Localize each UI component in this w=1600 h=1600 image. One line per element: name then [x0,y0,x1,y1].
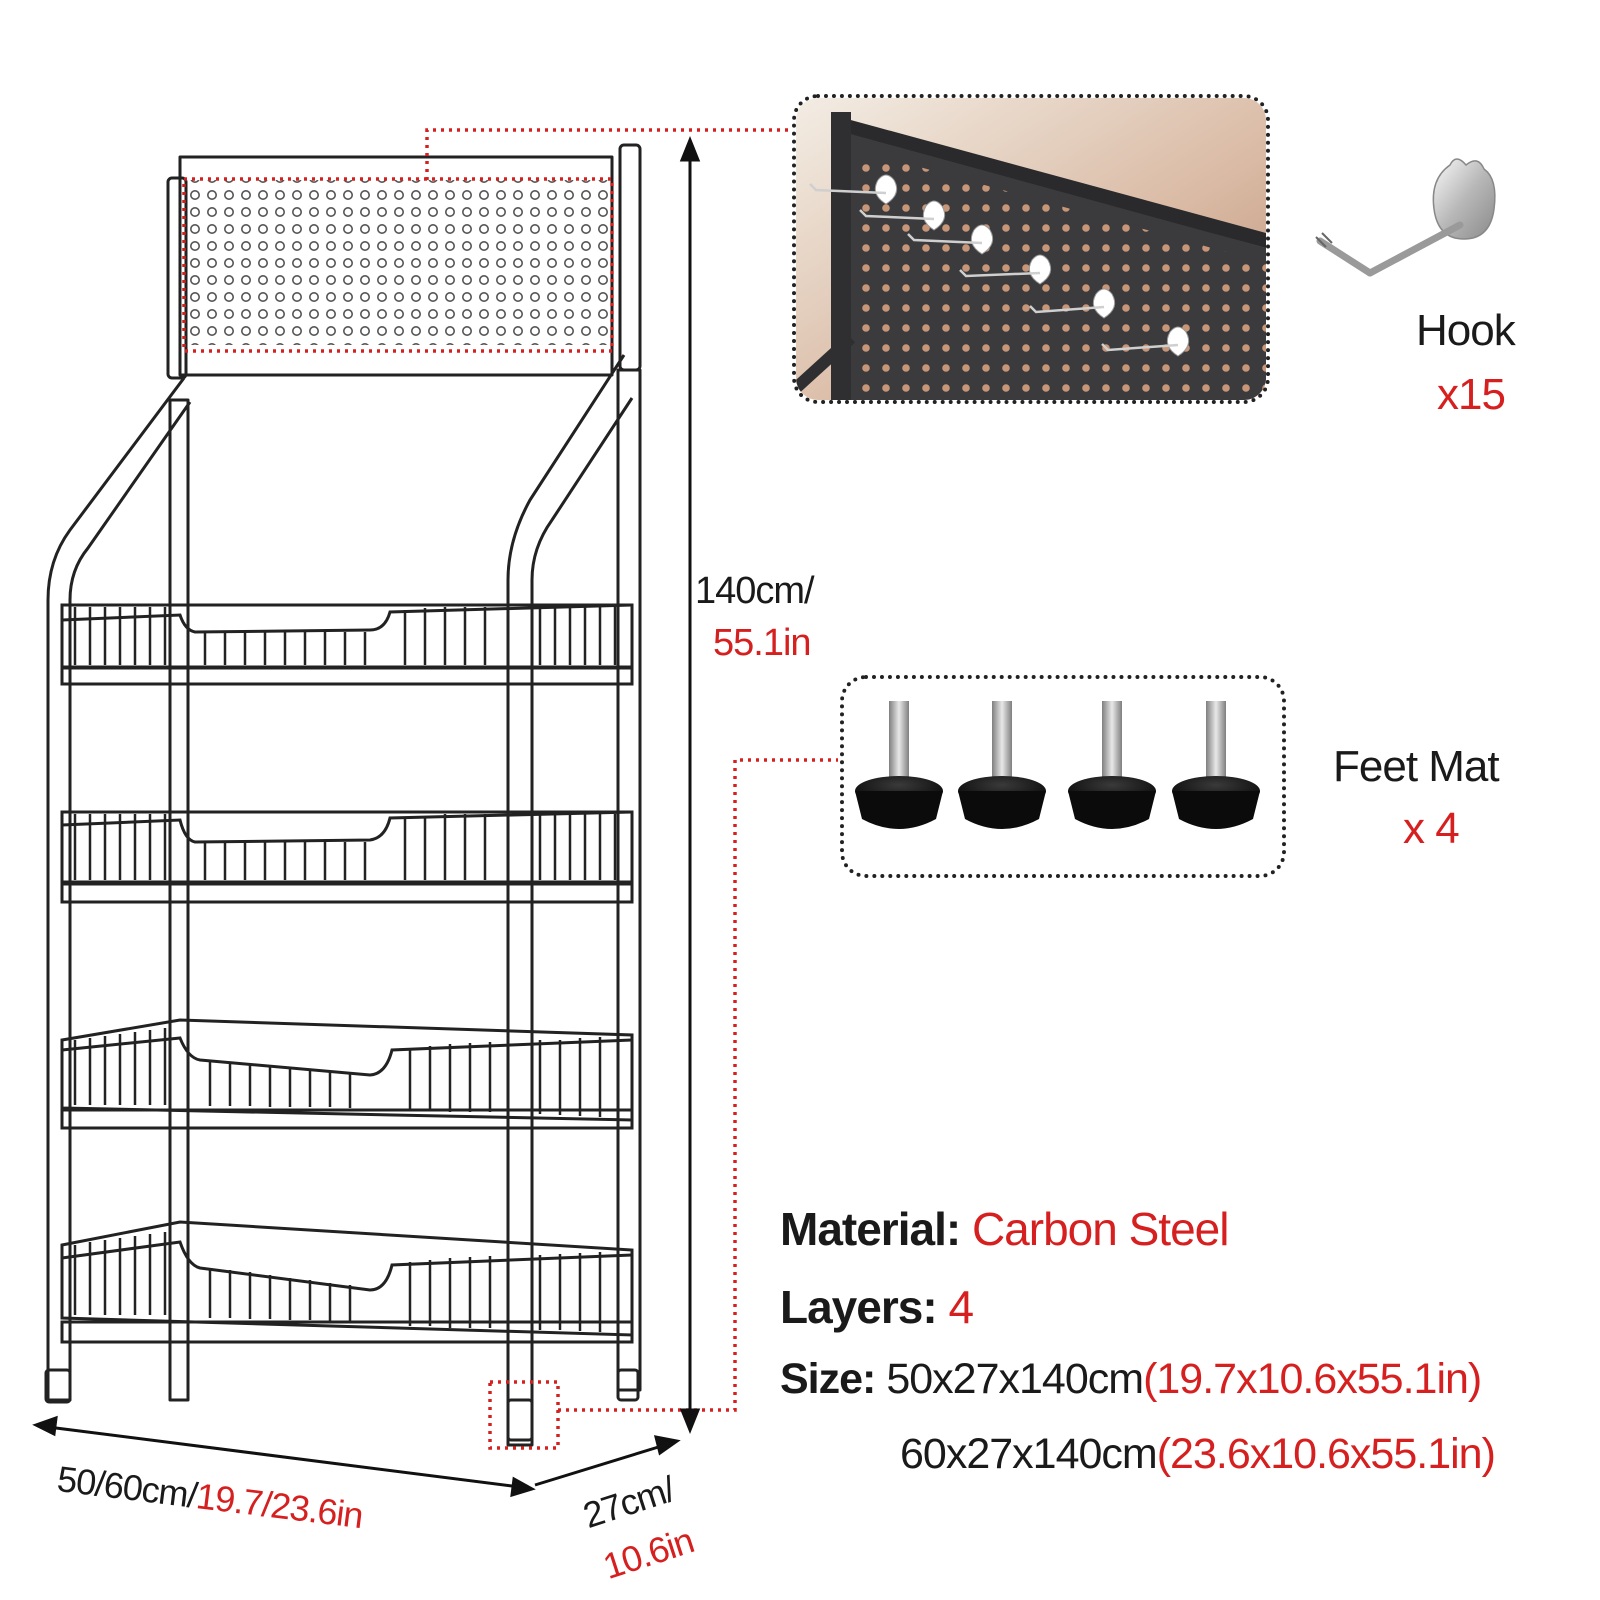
hook-icon [1315,158,1496,277]
foot-2 [958,701,1046,829]
height-cm-label: 140cm/ [695,570,815,612]
foot-4 [1172,701,1260,829]
basket-layer-4 [60,1220,634,1344]
layers-key: Layers: [780,1281,938,1333]
foot-highlight [488,1380,560,1450]
basket-layer-1 [60,603,634,686]
size2-in: (23.6x10.6x55.1in) [1156,1430,1496,1478]
spec-size-1: Size: 50x27x140cm(19.7x10.6x55.1in) [780,1355,1482,1404]
height-in-label: 55.1in [713,622,812,664]
material-key: Material: [780,1203,961,1255]
hook-count: x15 [1437,370,1506,419]
spec-size-2: 60x27x140cm(23.6x10.6x55.1in) [900,1430,1496,1479]
size1-in: (19.7x10.6x55.1in) [1143,1355,1482,1403]
size1-cm: 50x27x140cm [886,1355,1144,1403]
basket-layer-2 [60,810,634,904]
spec-layers: Layers: 4 [780,1280,974,1334]
layers-value: 4 [948,1281,974,1333]
hook-label: Hook [1416,306,1516,355]
size2-cm: 60x27x140cm [900,1430,1158,1478]
spec-material: Material: Carbon Steel [780,1202,1229,1256]
material-value: Carbon Steel [971,1203,1229,1255]
basket-layer-3 [60,1018,634,1130]
depth-arrow [534,1443,666,1487]
feet-callout-line [558,758,838,1412]
foot-1 [855,701,943,829]
feet-mat-label: Feet Mat [1333,742,1500,791]
pegboard-detail-photo [792,94,1270,404]
foot-3 [1068,701,1156,829]
size-key: Size: [780,1355,876,1403]
feet-mat-icon [840,675,1286,878]
feet-mat-count: x 4 [1403,804,1460,853]
pegboard-highlight [182,177,614,353]
width-arrow [47,1425,521,1489]
pegboard-callout-line [425,128,790,180]
